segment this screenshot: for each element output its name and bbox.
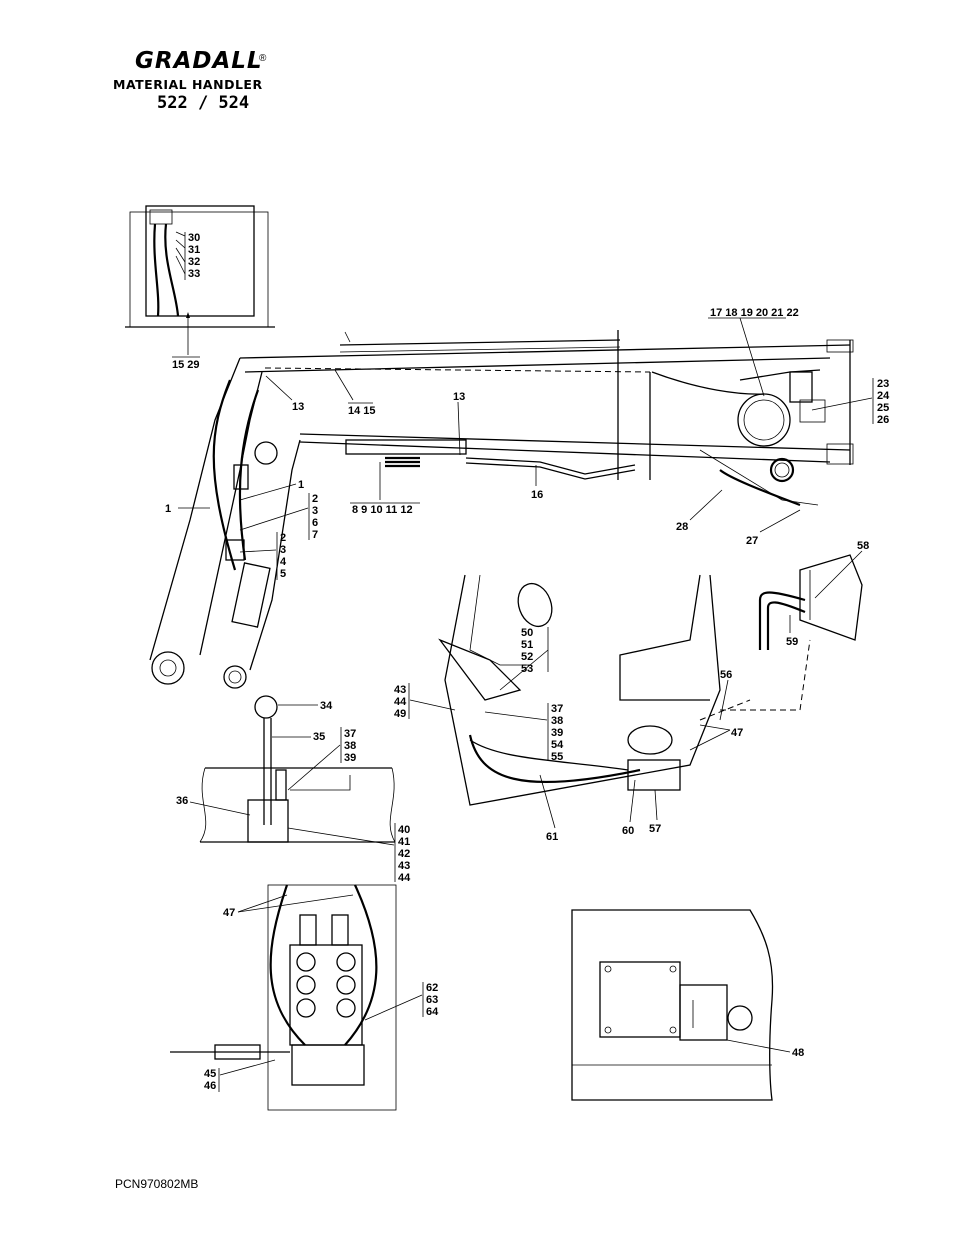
boom-assembly <box>149 330 854 689</box>
fitting-view <box>758 554 863 650</box>
svg-text:13: 13 <box>453 391 465 403</box>
svg-text:39: 39 <box>551 727 563 739</box>
svg-text:23: 23 <box>877 378 889 390</box>
cab-view <box>438 574 811 806</box>
svg-text:38: 38 <box>551 715 563 727</box>
svg-text:57: 57 <box>649 823 661 835</box>
svg-text:53: 53 <box>521 663 533 675</box>
svg-text:1: 1 <box>298 479 304 491</box>
valve-callouts: 47 62 63 64 45 46 <box>204 894 439 1092</box>
product-subtitle: MATERIAL HANDLER <box>113 77 263 92</box>
svg-text:38: 38 <box>344 740 356 752</box>
svg-text:13: 13 <box>292 401 304 413</box>
svg-text:25: 25 <box>877 402 889 414</box>
brand-logo: GRADALL <box>135 48 263 74</box>
callout-48: 48 <box>792 1047 804 1059</box>
callout-15-29: 15 29 <box>172 359 200 371</box>
svg-text:62: 62 <box>426 982 438 994</box>
svg-text:44: 44 <box>398 872 411 884</box>
svg-text:8 9 10 11 12: 8 9 10 11 12 <box>352 504 413 516</box>
control-valve-view <box>170 884 397 1111</box>
svg-text:63: 63 <box>426 994 438 1006</box>
svg-text:3: 3 <box>312 505 318 517</box>
model-number: 522 / 524 <box>157 93 250 113</box>
svg-text:35: 35 <box>313 731 325 743</box>
pcn-code: PCN970802MB <box>115 1177 199 1191</box>
svg-text:41: 41 <box>398 836 410 848</box>
svg-text:50: 50 <box>521 627 533 639</box>
svg-text:47: 47 <box>731 727 743 739</box>
svg-text:64: 64 <box>426 1006 439 1018</box>
svg-text:32: 32 <box>188 256 200 268</box>
panel-view <box>571 909 774 1101</box>
svg-text:7: 7 <box>312 529 318 541</box>
svg-text:43: 43 <box>398 860 410 872</box>
svg-text:27: 27 <box>746 535 758 547</box>
svg-text:24: 24 <box>877 390 890 402</box>
svg-text:3: 3 <box>280 544 286 556</box>
svg-text:52: 52 <box>521 651 533 663</box>
callout-58: 58 <box>857 540 869 552</box>
svg-text:1: 1 <box>165 503 171 515</box>
svg-text:45: 45 <box>204 1068 216 1080</box>
svg-text:34: 34 <box>320 700 333 712</box>
svg-text:2: 2 <box>280 532 286 544</box>
svg-text:42: 42 <box>398 848 410 860</box>
svg-text:17 18 19 20 21 22: 17 18 19 20 21 22 <box>710 307 799 319</box>
svg-text:14 15: 14 15 <box>348 405 376 417</box>
svg-text:56: 56 <box>720 669 732 681</box>
svg-text:54: 54 <box>551 739 564 751</box>
cab-callouts: 50 51 52 53 43 44 49 37 38 39 54 55 56 4… <box>394 627 743 843</box>
svg-text:49: 49 <box>394 708 406 720</box>
callout-59: 59 <box>786 636 798 648</box>
svg-text:44: 44 <box>394 696 407 708</box>
svg-text:55: 55 <box>551 751 563 763</box>
svg-text:2: 2 <box>312 493 318 505</box>
svg-text:60: 60 <box>622 825 634 837</box>
svg-text:33: 33 <box>188 268 200 280</box>
callout-30-33: 30 31 32 33 <box>184 232 200 280</box>
svg-text:40: 40 <box>398 824 410 836</box>
lever-callouts: 34 35 37 38 39 36 40 41 42 43 44 <box>176 700 411 884</box>
control-lever-view <box>199 695 396 843</box>
registered-mark: ® <box>259 53 267 64</box>
svg-text:61: 61 <box>546 831 558 843</box>
svg-text:16: 16 <box>531 489 543 501</box>
svg-text:51: 51 <box>521 639 533 651</box>
svg-text:4: 4 <box>280 556 287 568</box>
svg-text:39: 39 <box>344 752 356 764</box>
svg-text:37: 37 <box>344 728 356 740</box>
svg-text:28: 28 <box>676 521 688 533</box>
svg-text:47: 47 <box>223 907 235 919</box>
boom-end-view <box>125 205 275 355</box>
svg-text:5: 5 <box>280 568 286 580</box>
svg-text:6: 6 <box>312 517 318 529</box>
svg-text:26: 26 <box>877 414 889 426</box>
boom-callouts: 1 1 2 3 6 7 2 3 4 5 13 13 14 15 8 9 10 1… <box>165 307 890 580</box>
svg-text:46: 46 <box>204 1080 216 1092</box>
svg-text:31: 31 <box>188 244 200 256</box>
svg-text:36: 36 <box>176 795 188 807</box>
svg-text:30: 30 <box>188 232 200 244</box>
svg-text:37: 37 <box>551 703 563 715</box>
svg-text:43: 43 <box>394 684 406 696</box>
